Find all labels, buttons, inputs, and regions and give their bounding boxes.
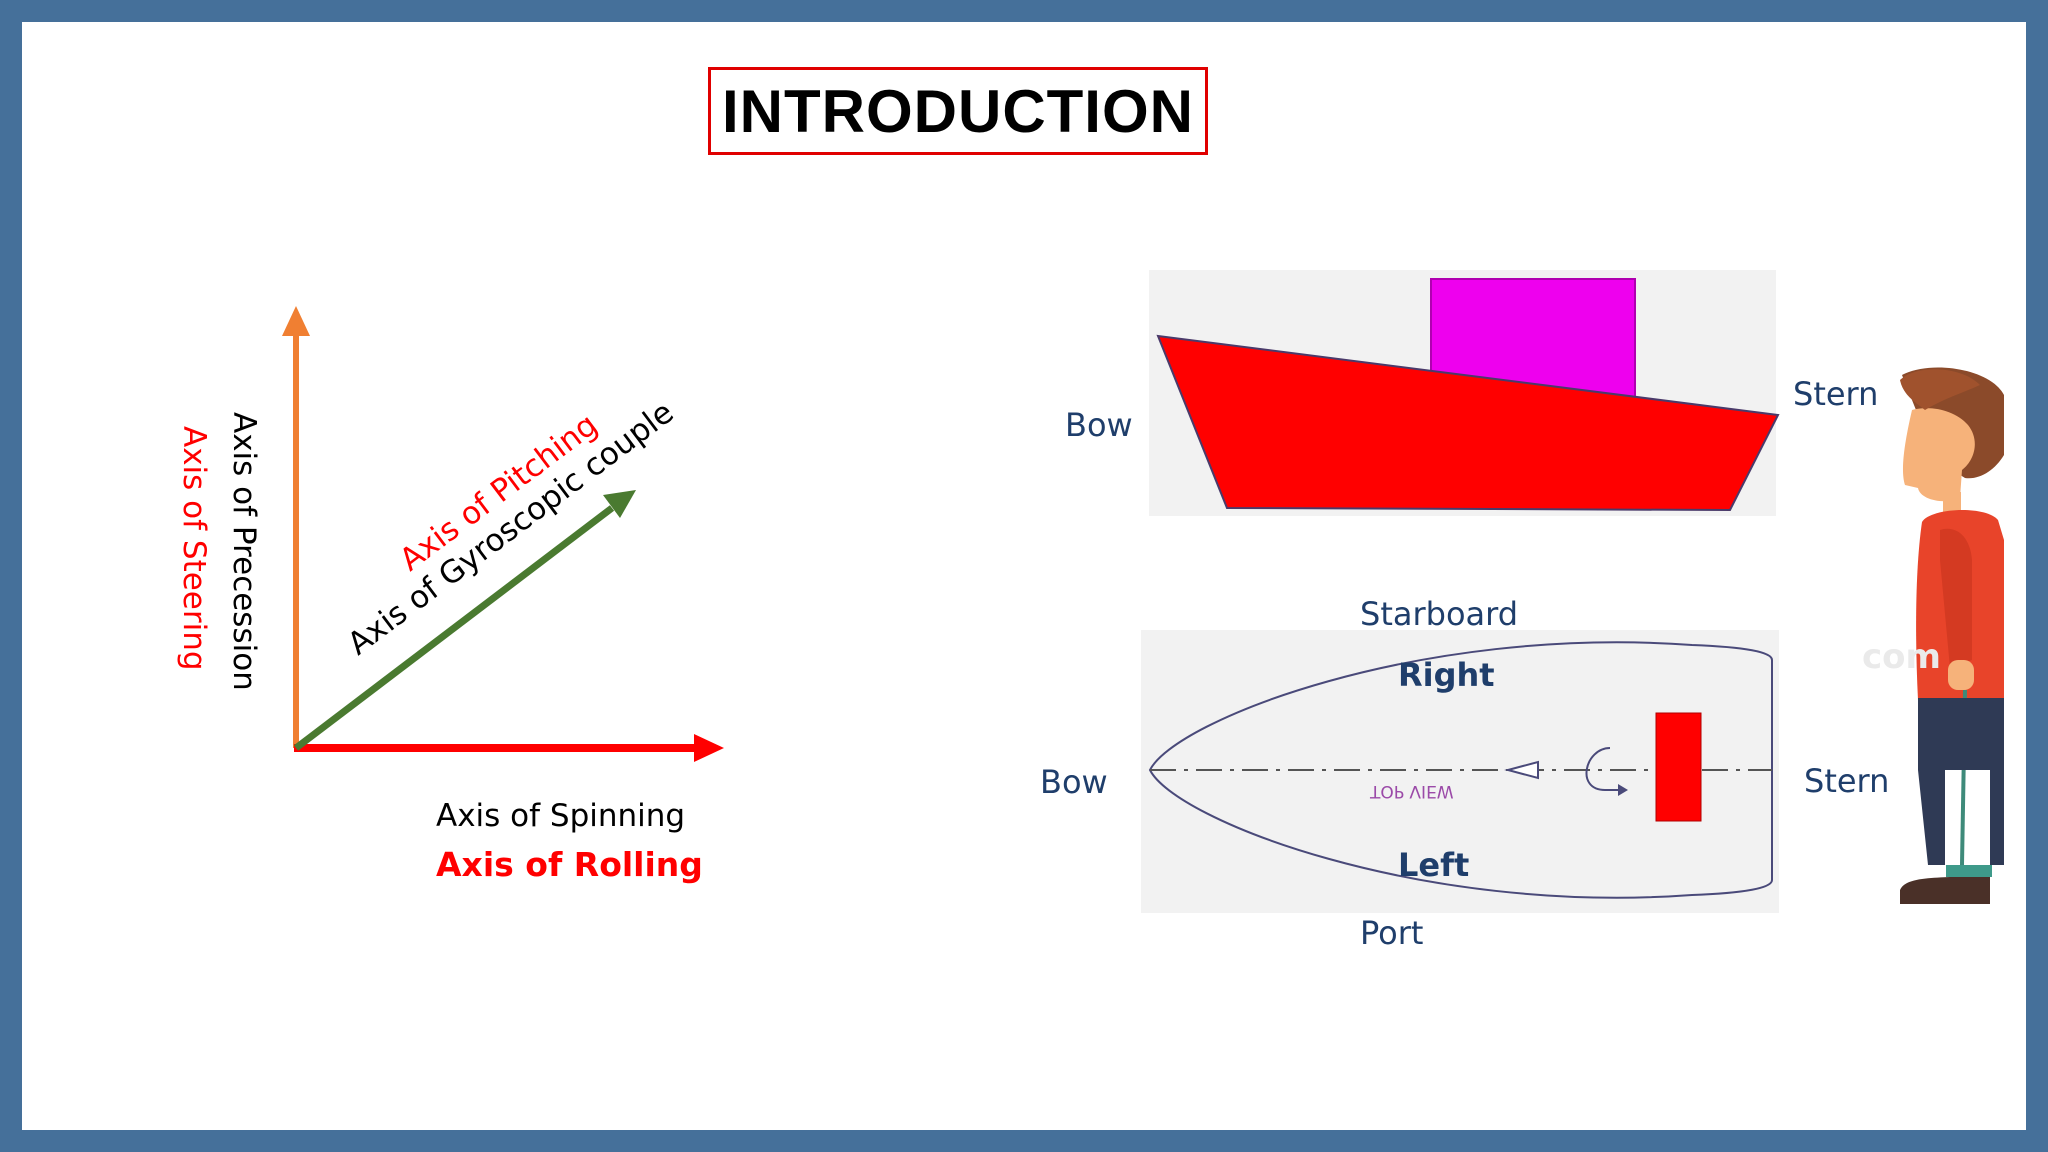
port-label: Port xyxy=(1360,914,1423,952)
person-hand xyxy=(1948,660,1974,690)
person-illustration: com xyxy=(1862,367,2004,904)
person-hair-front xyxy=(1900,369,1980,410)
person-neck xyxy=(1943,492,1961,516)
precession-label: Axis of Precession xyxy=(226,412,262,691)
spinning-label: Axis of Spinning xyxy=(436,798,685,834)
right-label: Right xyxy=(1398,656,1495,694)
page-title: INTRODUCTION xyxy=(722,77,1194,145)
top-stern-label: Stern xyxy=(1804,762,1889,800)
person-pants xyxy=(1918,698,2004,865)
spin-indicator-head xyxy=(1618,784,1628,796)
top-cabin xyxy=(1655,712,1702,822)
slide xyxy=(22,22,2026,1130)
axes-diagram: Axis of Precession Axis of Steering Axis… xyxy=(176,306,724,884)
spin-indicator xyxy=(1585,747,1625,791)
couple-arrow-shaft xyxy=(293,505,615,751)
direction-arrowhead xyxy=(1504,760,1539,780)
steering-label: Axis of Steering xyxy=(176,426,212,671)
top-view: TOP VIEW Starboard Right Left Port Bow S… xyxy=(1040,595,1889,952)
person-shoe xyxy=(1900,877,1990,904)
side-bow-label: Bow xyxy=(1065,406,1133,444)
person-arm xyxy=(1940,528,1972,668)
watermark-fragment: com xyxy=(1862,637,1941,677)
gyroscopic-label: Axis of Gyroscopic couple xyxy=(341,394,680,662)
ship-hull xyxy=(1156,334,1780,512)
precession-arrow-head xyxy=(282,306,310,336)
rolling-label: Axis of Rolling xyxy=(436,845,703,884)
mirrored-view-caption: TOP VIEW xyxy=(1369,781,1454,801)
starboard-label: Starboard xyxy=(1360,595,1518,633)
person-face xyxy=(1902,408,1975,502)
couple-arrow-head xyxy=(603,490,636,518)
side-stern-label: Stern xyxy=(1793,375,1878,413)
left-label: Left xyxy=(1398,846,1469,884)
side-view: Bow Stern xyxy=(1065,270,1878,516)
title-box: INTRODUCTION xyxy=(708,67,1208,155)
top-bow-label: Bow xyxy=(1040,763,1108,801)
person-cuff xyxy=(1946,865,1992,877)
spin-arrow-head xyxy=(694,734,724,762)
